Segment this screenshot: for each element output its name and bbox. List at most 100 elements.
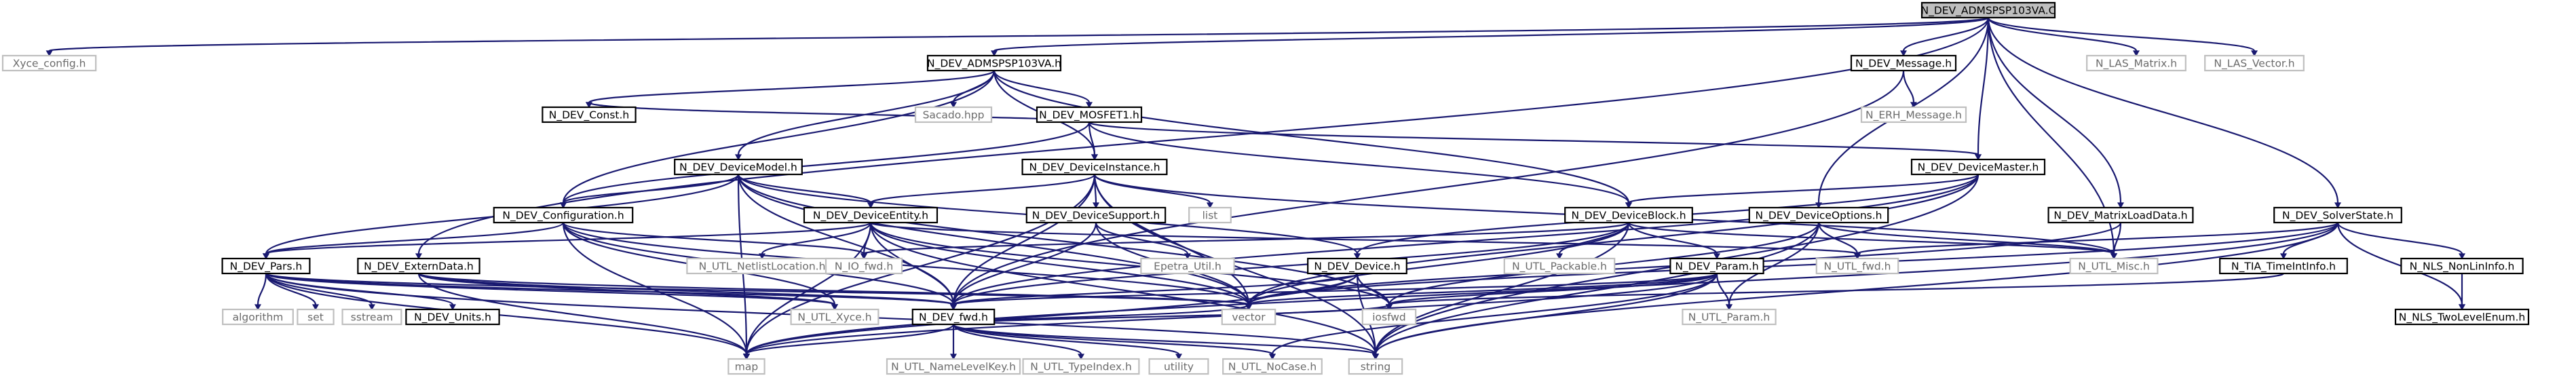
node-utl-fwd: N_UTL_fwd.h (1815, 257, 1899, 275)
node-label: N_UTL_Param.h (1688, 311, 1770, 324)
arrowhead (2334, 202, 2342, 209)
arrowhead (867, 202, 875, 209)
node-param-h[interactable]: N_DEV_Param.h (1669, 257, 1764, 275)
node-box (926, 54, 1062, 72)
node-label: N_DEV_DeviceOptions.h (1756, 210, 1882, 223)
edge-device-instance-to-device-entity (869, 174, 1096, 204)
node-box (1188, 206, 1232, 224)
node-matrix-load-data[interactable]: N_DEV_MatrixLoadData.h (2047, 206, 2194, 224)
edge-root-to-device-master (1977, 17, 1990, 155)
node-box (790, 308, 879, 326)
node-label: N_LAS_Vector.h (2214, 58, 2294, 71)
arrowhead (1910, 102, 1918, 109)
arrowhead (831, 304, 839, 311)
edge-root-to-matrix-load-data (1987, 17, 2122, 204)
edge-device-h-to-iosfwd (1356, 273, 1390, 305)
node-dev-units[interactable]: N_DEV_Units.h (405, 308, 500, 326)
node-device-instance[interactable]: N_DEV_DeviceInstance.h (1021, 158, 1168, 176)
edge-mosfet1-to-device-instance (1088, 121, 1096, 155)
node-nls-twolevel[interactable]: N_NLS_TwoLevelEnum.h (2394, 308, 2530, 326)
edge-configuration-to-vector (562, 222, 1250, 305)
node-box (542, 106, 637, 124)
edge-device-block-to-vector (1247, 222, 1630, 305)
node-list: list (1188, 206, 1232, 224)
node-box (1, 54, 97, 72)
arrowhead (1085, 102, 1093, 109)
node-label: N_LAS_Matrix.h (2096, 58, 2177, 71)
arrowhead (2132, 50, 2140, 57)
node-dev-fwd[interactable]: N_DEV_fwd.h (911, 308, 996, 326)
node-label: N_UTL_NetlistLocation.h (699, 261, 826, 273)
arrowhead (585, 102, 593, 109)
node-sacado: Sacado.hpp (914, 106, 993, 124)
arrowhead (449, 304, 457, 311)
node-device-h[interactable]: N_DEV_Device.h (1307, 257, 1407, 275)
node-box (1348, 358, 1403, 375)
node-const-h[interactable]: N_DEV_Const.h (542, 106, 637, 124)
node-device-entity[interactable]: N_DEV_DeviceEntity.h (803, 206, 939, 224)
edge-device-instance-to-string (1093, 174, 1377, 355)
node-box (886, 358, 1021, 375)
node-label: map (735, 361, 758, 373)
node-label: N_DEV_MatrixLoadData.h (2053, 210, 2187, 223)
arrowhead (1245, 304, 1253, 311)
node-label: N_UTL_NameLevelKey.h (891, 361, 1016, 374)
edge-param-h-to-vector (1247, 272, 1718, 306)
node-label: N_DEV_DeviceModel.h (679, 162, 797, 174)
edge-dev-fwd-to-map (745, 324, 955, 356)
node-box (914, 106, 993, 124)
node-device-options[interactable]: N_DEV_DeviceOptions.h (1748, 206, 1889, 224)
node-device-block[interactable]: N_DEV_DeviceBlock.h (1564, 206, 1693, 224)
node-io-fwd: N_IO_fwd.h (825, 257, 903, 275)
edge-device-h-to-dev-fwd (952, 272, 1359, 306)
node-label: N_DEV_SolverState.h (2282, 210, 2393, 223)
arrowhead (45, 50, 53, 57)
edge-solver-state-to-utl-fwd (1856, 221, 2339, 255)
node-box (1564, 206, 1693, 224)
node-box (2273, 206, 2402, 224)
edge-adms-h-to-sacado (952, 70, 996, 103)
node-device-master[interactable]: N_DEV_DeviceMaster.h (1910, 158, 2046, 176)
node-message-h[interactable]: N_DEV_Message.h (1850, 54, 1957, 72)
arrowhead (1899, 50, 1908, 57)
arrowhead (1077, 354, 1085, 360)
node-adms-h[interactable]: N_DEV_ADMSPSP103VA.h (926, 54, 1062, 72)
node-box (297, 308, 335, 326)
node-label: set (307, 311, 324, 324)
edge-device-options-to-utl-misc (1817, 221, 2115, 255)
node-mosfet1[interactable]: N_DEV_MOSFET1.h (1036, 106, 1143, 124)
node-nls-nonlin[interactable]: N_NLS_NonLinInfo.h (2400, 257, 2524, 275)
node-erh-message: N_ERH_Message.h (1860, 106, 1967, 124)
arrowhead (2117, 202, 2125, 209)
edge-adms-h-to-const-h (588, 69, 996, 104)
node-root[interactable]: N_DEV_ADMSPSP103VA.C (1920, 1, 2056, 19)
edge-device-options-to-utl-fwd (1817, 222, 1859, 254)
node-tia-timeint[interactable]: N_TIA_TimeIntInfo.h (2219, 257, 2348, 275)
node-pars-h[interactable]: N_DEV_Pars.h (221, 257, 311, 275)
node-label: utility (1164, 361, 1194, 373)
node-device-support[interactable]: N_DEV_DeviceSupport.h (1025, 206, 1167, 224)
node-box (2400, 257, 2524, 275)
node-label: N_NLS_NonLinInfo.h (2410, 261, 2515, 273)
edge-root-to-xyce-config (48, 16, 1990, 52)
edge-device-entity-to-vector (869, 222, 1250, 305)
edge-mosfet1-to-device-master (1088, 121, 1980, 156)
node-solver-state[interactable]: N_DEV_SolverState.h (2273, 206, 2402, 224)
node-label: string (1361, 361, 1391, 373)
node-vector: vector (1221, 308, 1276, 326)
node-box (1682, 308, 1777, 326)
node-box (1920, 1, 2056, 19)
node-label: N_ERH_Message.h (1865, 109, 1962, 122)
arrowhead (990, 50, 998, 57)
edge-adms-h-to-configuration (562, 70, 996, 204)
edge-dev-fwd-to-no-case (952, 323, 1274, 356)
node-box (1022, 358, 1140, 375)
node-device-model[interactable]: N_DEV_DeviceModel.h (674, 158, 803, 176)
node-label: N_UTL_Misc.h (2078, 261, 2150, 273)
edge-adms-h-to-device-block (993, 70, 1630, 204)
edge-param-h-to-dev-fwd (952, 272, 1718, 306)
node-configuration[interactable]: N_DEV_Configuration.h (493, 206, 634, 224)
edge-device-entity-to-pars-h (265, 221, 872, 255)
arrowhead (758, 253, 766, 260)
node-extern-data[interactable]: N_DEV_ExternData.h (357, 257, 480, 275)
